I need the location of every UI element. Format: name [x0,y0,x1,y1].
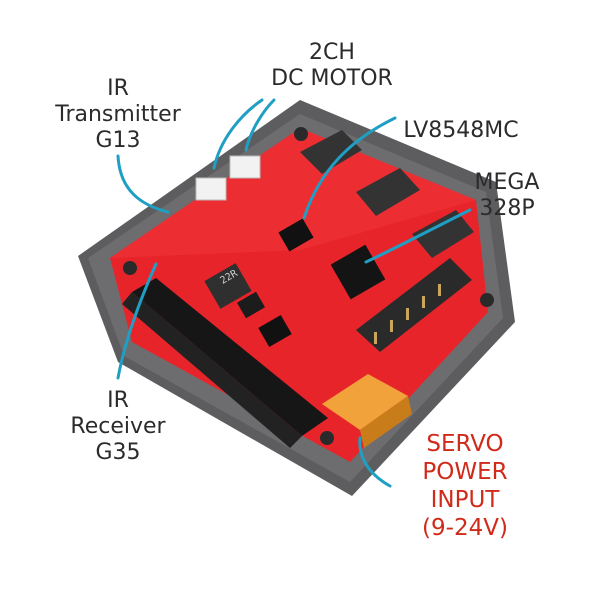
driver-chip-label: LV8548MC [403,118,519,143]
white-motor-connectors [195,155,261,201]
servo-headers [356,258,472,352]
leader-lines [116,98,472,488]
servo-power-label: SERVO POWER INPUT (9-24V) [422,431,508,541]
ir-transmitter-label: IR Transmitter G13 [55,76,181,153]
corner-screws [123,127,494,445]
ir-receiver-label: IR Receiver G35 [70,388,166,465]
red-pcb [110,128,488,462]
mcu-label: MEGA 328P [474,170,540,221]
top-connectors [300,130,474,258]
dc-motor-label: 2CH DC MOTOR [271,40,393,91]
pin-header-block [122,278,328,448]
yellow-power-connector [322,374,412,448]
